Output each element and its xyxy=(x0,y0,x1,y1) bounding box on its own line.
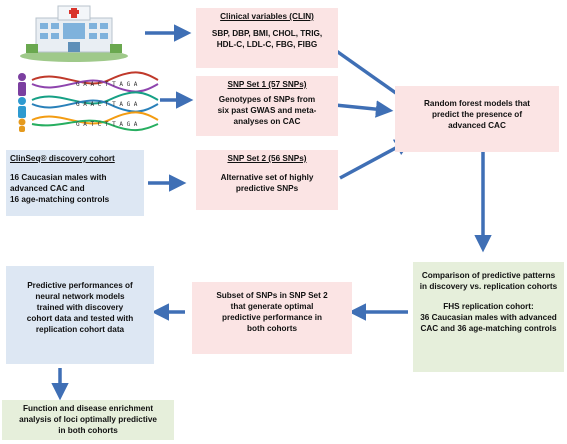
snp1-line-3: analyses on CAC xyxy=(233,117,301,127)
neural-line-2: neural network models xyxy=(35,292,125,302)
fhs-line-1: FHS replication cohort: xyxy=(443,302,534,312)
snp2-line-2: predictive SNPs xyxy=(235,184,299,194)
clinical-title: Clinical variables (CLIN) xyxy=(220,12,314,21)
enrichment-line-3: in both cohorts xyxy=(58,426,118,436)
clinseq-line-3: 16 age-matching controls xyxy=(10,195,110,205)
subset-line-2: that generate optimal xyxy=(230,302,314,312)
people-dna-group: G A A C T T A G A G A A C T T A G A G A … xyxy=(14,70,160,132)
rf-line-3: advanced CAC xyxy=(448,121,506,131)
clinical-line-2: HDL-C, LDL-C, FBG, FIBG xyxy=(216,40,318,50)
dna-icon xyxy=(31,71,159,131)
comparison-line-1: Comparison of predictive patterns xyxy=(421,271,556,280)
clinseq-line-2: advanced CAC and xyxy=(10,184,85,194)
enrichment-box: Function and disease enrichment analysis… xyxy=(2,400,174,440)
subset-line-4: both cohorts xyxy=(246,324,298,334)
clinseq-line-1: 16 Caucasian males with xyxy=(10,173,107,183)
rf-line-2: predict the presence of xyxy=(431,110,523,120)
snp-set-2-box: SNP Set 2 (56 SNPs) Alternative set of h… xyxy=(196,150,338,210)
snp1-line-2: six past GWAS and meta- xyxy=(217,106,317,116)
neural-network-box: Predictive performances of neural networ… xyxy=(6,266,154,364)
snp1-line-1: Genotypes of SNPs from xyxy=(218,95,316,105)
neural-line-3: trained with discovery xyxy=(36,303,124,313)
comparison-box: Comparison of predictive patterns in dis… xyxy=(413,262,564,372)
dna-strand-2: G A A C T T A G A xyxy=(76,101,138,108)
people-icon: G A A C T T A G A G A A C T T A G A G A … xyxy=(18,71,159,132)
fhs-line-3: CAC and 36 age-matching controls xyxy=(420,324,557,334)
dna-strand-3: G A T C T T A G A xyxy=(76,121,138,128)
snp-subset-box: Subset of SNPs in SNP Set 2 that generat… xyxy=(192,282,352,354)
snp2-title: SNP Set 2 (56 SNPs) xyxy=(227,154,307,163)
snp1-title: SNP Set 1 (57 SNPs) xyxy=(227,80,307,89)
comparison-line-2: in discovery vs. replication cohorts xyxy=(419,282,558,292)
rf-line-1: Random forest models that xyxy=(424,99,530,108)
dna-strand-1: G A A C T T A G A xyxy=(76,81,138,88)
snp-set-1-box: SNP Set 1 (57 SNPs) Genotypes of SNPs fr… xyxy=(196,76,338,136)
subset-line-3: predictive performance in xyxy=(221,313,323,323)
clinical-line-1: SBP, DBP, BMI, CHOL, TRIG, xyxy=(211,29,323,39)
fhs-line-2: 36 Caucasian males with advanced xyxy=(420,313,557,323)
random-forest-box: Random forest models that predict the pr… xyxy=(395,86,559,152)
neural-line-5: replication cohort data xyxy=(35,325,125,335)
enrichment-line-1: Function and disease enrichment xyxy=(22,404,154,413)
hospital-icon xyxy=(20,5,128,62)
enrichment-line-2: analysis of loci optimally predictive xyxy=(19,415,157,425)
snp2-line-1: Alternative set of highly xyxy=(220,173,314,183)
neural-line-4: cohort data and tested with xyxy=(26,314,134,324)
arrow-snp1-to-rf xyxy=(334,100,394,118)
clinseq-cohort-box: ClinSeq® discovery cohort 16 Caucasian m… xyxy=(6,150,144,216)
clinical-variables-box: Clinical variables (CLIN) SBP, DBP, BMI,… xyxy=(196,8,338,68)
clinseq-title: ClinSeq® discovery cohort xyxy=(10,154,115,163)
subset-line-1: Subset of SNPs in SNP Set 2 xyxy=(216,291,328,300)
arrow-snp2-to-rf xyxy=(339,139,413,180)
neural-line-1: Predictive performances of xyxy=(27,281,133,290)
